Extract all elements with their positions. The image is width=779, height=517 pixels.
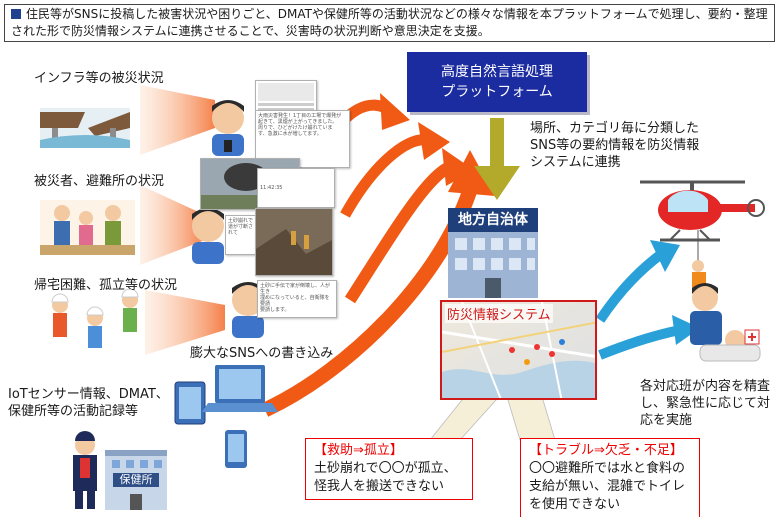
response-note-line1: 各対応班が内容を精査 xyxy=(640,379,771,394)
health-center-sign: 保健所 xyxy=(119,473,153,486)
rescue-tag: 【救助⇒孤立】 xyxy=(314,443,403,458)
rescue-team-icon xyxy=(690,283,761,362)
nlp-platform-box: 高度自然言語処理 プラットフォーム xyxy=(407,52,587,112)
post-2-line-1: 土砂崩れで道が寸断されて xyxy=(228,218,254,236)
municipality-building-icon xyxy=(448,208,538,298)
trouble-shortage-box: 【トラブル⇒欠乏・不足】 〇〇避難所では水と食料の 支給が無い、混雑でトイレ を… xyxy=(520,438,700,517)
system-title: 防災情報システム xyxy=(445,304,553,323)
orange-arrow-3-head xyxy=(442,148,474,186)
flow-fan-infra xyxy=(140,85,215,155)
teal-arrow-1 xyxy=(595,251,664,323)
integration-note-line2: SNS等の要約情報を防災情報 xyxy=(530,138,700,153)
olive-arrow-shaft xyxy=(490,118,504,168)
sns-post-card-5: 土砂に手伝で家が倒壊し、人が生き 埋めになっていると、自衛隊を要請 要請します。 xyxy=(257,280,337,318)
integration-note: 場所、カテゴリ毎に分類した SNS等の要約情報を防災情報 システムに連携 xyxy=(530,120,699,171)
platform-line1: 高度自然言語処理 xyxy=(441,64,553,80)
trouble-line2: 支給が無い、混雑でトイレ xyxy=(529,479,686,494)
post-1-line-1: 大雨災害発生！1丁目の工場で爆発が xyxy=(258,113,342,119)
flow-fan-stranded xyxy=(145,290,225,355)
teal-arrow-1-head xyxy=(650,240,680,272)
teal-arrow-2-head xyxy=(672,315,700,345)
platform-line2: プラットフォーム xyxy=(441,84,553,100)
rescue-isolation-box: 【救助⇒孤立】 土砂崩れで〇〇が孤立、 怪我人を搬送できない xyxy=(305,438,473,500)
label-victims-shelters: 被災者、避難所の状況 xyxy=(34,174,165,189)
response-note-line3: 応を実施 xyxy=(640,413,693,428)
evacuation-family-icon xyxy=(40,200,135,255)
teal-arrow-2 xyxy=(598,325,681,360)
helicopter-icon xyxy=(640,180,765,288)
tablet-icon xyxy=(174,381,206,425)
sns-post-card-4: 土砂崩れで道が寸断されて xyxy=(225,215,260,255)
label-sns-posts: 膨大なSNSへの書き込み xyxy=(190,346,334,361)
label-stranded: 帰宅困難、孤立等の状況 xyxy=(34,278,178,293)
sns-post-card-rubble-photo xyxy=(255,208,333,276)
orange-arrow-1-head xyxy=(380,93,410,130)
post-1-time: 11:42:35 xyxy=(260,185,283,191)
orange-arrow-4-head xyxy=(448,150,495,196)
post-3-line-1: 土砂に手伝で家が倒壊し、人が生き xyxy=(260,283,331,295)
flow-fan-victims xyxy=(140,185,205,265)
post-1-line-3: 周りで、ひどがけたけ崩れていま xyxy=(258,125,333,131)
municipality-sign: 地方自治体 xyxy=(458,212,528,228)
label-iot-line1: IoTセンサー情報、DMAT、 xyxy=(8,387,169,402)
disaster-info-system: 防災情報システム xyxy=(440,300,597,400)
orange-arrow-2-head xyxy=(418,122,450,160)
rescue-line1: 土砂崩れで〇〇が孤立、 xyxy=(314,461,457,476)
phone-icon xyxy=(225,430,247,468)
header-bullet-icon xyxy=(11,9,21,19)
post-3-line-3: 要請します。 xyxy=(260,307,290,313)
laptop-icon xyxy=(202,365,278,412)
rescue-line2: 怪我人を搬送できない xyxy=(314,479,445,494)
label-iot-line2: 保健所等の活動記録等 xyxy=(8,404,139,419)
response-note: 各対応班が内容を精査 し、緊急性に応じて対 応を実施 xyxy=(640,378,770,429)
header-description: 住民等がSNSに投稿した被害状況や困りごと、DMATや保健所等の活動状況などの様… xyxy=(4,4,775,42)
integration-note-line1: 場所、カテゴリ毎に分類した xyxy=(530,121,700,136)
rubble-photo-icon xyxy=(256,209,332,275)
trouble-line1: 〇〇避難所では水と食料の xyxy=(529,461,686,476)
sns-post-card-3: 11:42:35 xyxy=(257,168,335,208)
trouble-tag: 【トラブル⇒欠乏・不足】 xyxy=(529,443,683,458)
dmat-staff-icon xyxy=(73,431,97,509)
health-center-building-icon xyxy=(105,450,167,510)
post-1-line-4: す、急激に水が増してます。 xyxy=(258,131,322,137)
trouble-line3: を使用できない xyxy=(529,497,621,512)
response-note-line2: し、緊急性に応じて対 xyxy=(640,396,771,411)
stranded-people-icon xyxy=(51,288,139,348)
post-1-line-2: 起きて、黒煙が上がってきました。 xyxy=(258,119,338,125)
header-text: 住民等がSNSに投稿した被害状況や困りごと、DMATや保健所等の活動状況などの様… xyxy=(11,7,768,38)
label-infra-damage: インフラ等の被災状況 xyxy=(34,71,164,86)
post-3-line-2: 埋めになっていると、自衛隊を要請 xyxy=(260,295,330,307)
integration-note-line3: システムに連携 xyxy=(530,155,621,170)
bridge-damage-icon xyxy=(40,108,130,148)
sns-user-icon xyxy=(192,100,264,338)
olive-arrow-head xyxy=(474,166,520,200)
